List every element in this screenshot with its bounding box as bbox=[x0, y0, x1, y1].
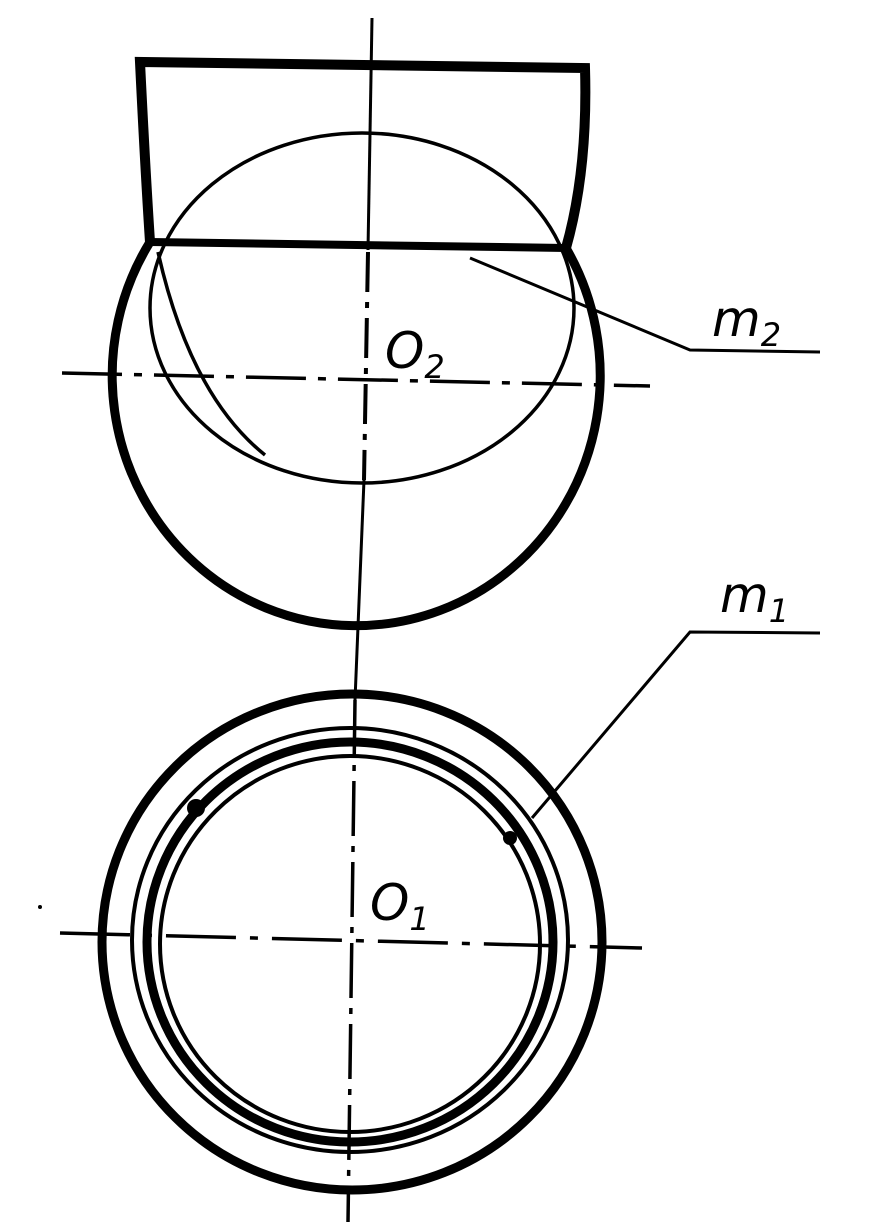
vertical-axis-lower-dashdot bbox=[346, 699, 357, 1223]
cylinder-outline bbox=[134, 56, 591, 250]
label-o1: O1 bbox=[370, 874, 430, 938]
horizontal-axis-o2 bbox=[61, 371, 651, 388]
label-m1: m1 bbox=[720, 566, 789, 630]
label-o2-main: O bbox=[385, 322, 424, 380]
outer-circle bbox=[97, 689, 607, 1195]
label-o2-sub: 2 bbox=[424, 348, 444, 386]
label-o1-main: O bbox=[370, 874, 409, 932]
label-m2: m2 bbox=[712, 290, 781, 354]
sphere-thin-circle bbox=[148, 131, 576, 485]
middle-circle-outer bbox=[130, 726, 570, 1154]
middle-circle-inner bbox=[142, 737, 558, 1147]
vertical-axis-middle bbox=[353, 479, 366, 701]
label-m2-main: m bbox=[712, 290, 761, 348]
horizontal-axis-o1 bbox=[59, 931, 643, 950]
label-m1-sub: 1 bbox=[769, 592, 789, 630]
leader-m1 bbox=[530, 630, 821, 819]
label-m1-main: m bbox=[720, 566, 769, 624]
label-o1-sub: 1 bbox=[409, 900, 429, 938]
sphere-thick-arc bbox=[107, 239, 605, 631]
vertical-axis-upper-dashdot bbox=[362, 251, 370, 481]
section-plane-line bbox=[149, 238, 567, 252]
intersection-curve-inner bbox=[156, 251, 267, 457]
leader-m2 bbox=[469, 256, 821, 354]
scan-speck bbox=[38, 905, 42, 909]
intersection-point-left bbox=[187, 799, 205, 817]
label-m2-sub: 2 bbox=[761, 316, 781, 354]
intersection-point-right bbox=[503, 831, 517, 845]
label-o2: O2 bbox=[385, 322, 445, 386]
